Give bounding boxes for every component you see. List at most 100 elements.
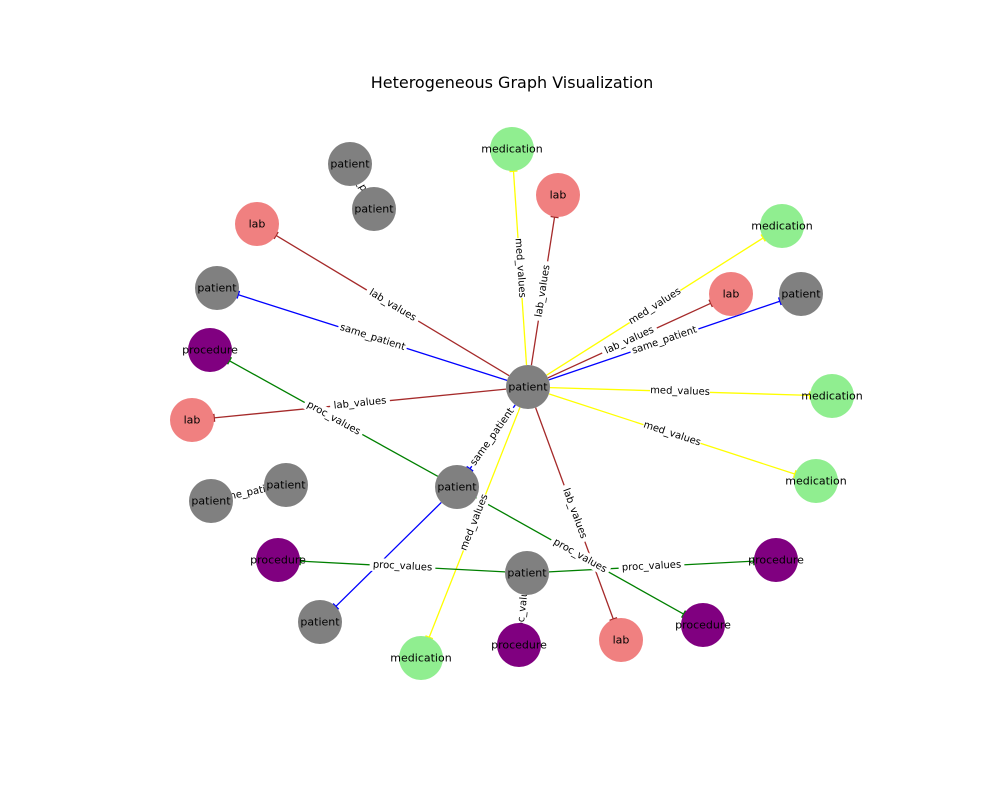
- edge-label: lab_values: [363, 284, 422, 327]
- node-label: medication: [390, 652, 451, 665]
- node-circle: [352, 187, 396, 231]
- node-patient: patient: [352, 187, 396, 231]
- node-label: patient: [507, 567, 547, 580]
- node-label: patient: [437, 481, 477, 494]
- edge-label-bg: [649, 383, 711, 399]
- edge-label-bg: [369, 557, 436, 575]
- node-label: lab: [613, 634, 630, 647]
- node-patient: patient: [505, 551, 549, 595]
- node-label: patient: [781, 288, 821, 301]
- nodes-layer: patient patient patient patient patient patie…: [170, 127, 863, 680]
- edge-label-text: lab_values: [333, 395, 387, 411]
- edge-label-text: proc_values: [622, 559, 682, 573]
- edge-label: med_values: [512, 237, 529, 299]
- node-label: patient: [330, 158, 370, 171]
- edge-arrowhead: [424, 635, 434, 640]
- edge-label: same_patient: [466, 403, 519, 470]
- edge-arrowhead: [708, 299, 714, 308]
- edge-label-text: lab_values: [367, 287, 418, 324]
- node-circle: [536, 173, 580, 217]
- edge-label-bg: [558, 482, 592, 544]
- node-label: patient: [266, 479, 306, 492]
- node-procedure: procedure: [250, 538, 306, 582]
- edge-same_patient: [335, 501, 442, 608]
- edge-label-text: same_patient: [468, 406, 516, 468]
- node-label: lab: [249, 218, 266, 231]
- node-circle: [497, 623, 541, 667]
- edge-label-bg: [599, 321, 660, 359]
- node-label: medication: [481, 143, 542, 156]
- node-patient: patient: [506, 365, 550, 409]
- edge-label-bg: [618, 557, 685, 575]
- node-label: lab: [550, 189, 567, 202]
- edge-label: med_values: [641, 418, 703, 450]
- edge-label: proc_values: [618, 557, 685, 575]
- node-circle: [264, 463, 308, 507]
- edge-label-bg: [512, 237, 529, 299]
- node-label: procedure: [250, 554, 306, 567]
- node-label: medication: [751, 220, 812, 233]
- node-circle: [328, 142, 372, 186]
- node-circle: [794, 459, 838, 503]
- edge-label-text: med_values: [513, 238, 528, 298]
- node-patient: patient: [328, 142, 372, 186]
- edge-arrowhead: [235, 290, 241, 299]
- edge-label: med_values: [649, 383, 711, 399]
- node-procedure: procedure: [675, 603, 731, 647]
- node-circle: [599, 618, 643, 662]
- node-medication: medication: [390, 636, 452, 680]
- node-patient: patient: [435, 465, 479, 509]
- edge-label: med_values: [625, 284, 684, 328]
- edge-label-bg: [336, 319, 409, 355]
- graph-title: Heterogeneous Graph Visualization: [371, 73, 654, 92]
- node-patient: patient: [264, 463, 308, 507]
- node-circle: [399, 636, 443, 680]
- node-circle: [235, 202, 279, 246]
- edge-label: same_patient: [336, 319, 409, 355]
- edge-label: lab_values: [329, 393, 391, 413]
- node-patient: patient: [779, 272, 823, 316]
- node-lab: lab: [536, 173, 580, 217]
- node-circle: [681, 603, 725, 647]
- node-label: patient: [191, 495, 231, 508]
- node-circle: [195, 266, 239, 310]
- node-label: medication: [785, 475, 846, 488]
- node-patient: patient: [298, 600, 342, 644]
- edge-label-bg: [548, 533, 613, 578]
- node-circle: [760, 204, 804, 248]
- edge-arrowhead: [212, 413, 216, 422]
- node-medication: medication: [751, 204, 813, 248]
- edge-label-text: med_values: [650, 385, 710, 398]
- edge-label-bg: [531, 260, 554, 322]
- node-circle: [256, 538, 300, 582]
- node-circle: [188, 328, 232, 372]
- node-circle: [435, 465, 479, 509]
- node-lab: lab: [170, 398, 214, 442]
- node-circle: [170, 398, 214, 442]
- node-label: lab: [184, 414, 201, 427]
- node-label: procedure: [182, 344, 238, 357]
- node-procedure: procedure: [491, 623, 547, 667]
- edge-label-bg: [301, 396, 366, 440]
- edge-arrowhead: [680, 610, 687, 619]
- node-label: procedure: [748, 554, 804, 567]
- edge-label-bg: [625, 284, 684, 328]
- node-lab: lab: [709, 272, 753, 316]
- node-circle: [779, 272, 823, 316]
- node-procedure: procedure: [748, 538, 804, 582]
- edge-label-bg: [641, 418, 703, 450]
- node-label: medication: [801, 390, 862, 403]
- node-procedure: procedure: [182, 328, 238, 372]
- node-circle: [754, 538, 798, 582]
- edge-arrowhead: [509, 169, 518, 173]
- edge-label: proc_values: [369, 557, 436, 575]
- edge-label-text: same_patient: [339, 322, 407, 353]
- node-label: patient: [197, 282, 237, 295]
- node-circle: [810, 374, 854, 418]
- edge-label-bg: [363, 284, 422, 327]
- node-patient: patient: [195, 266, 239, 310]
- edge-label-bg: [466, 403, 519, 470]
- node-circle: [298, 600, 342, 644]
